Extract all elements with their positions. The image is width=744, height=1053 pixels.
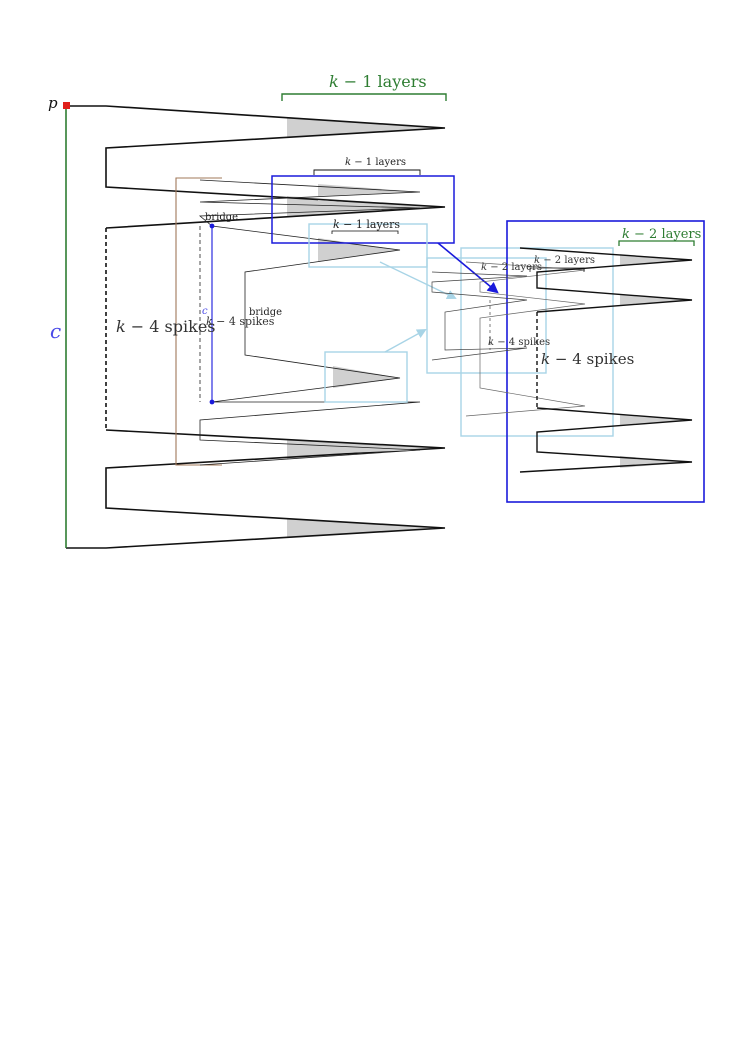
- inner-brown-boundary: [175, 177, 222, 466]
- label-inner-layers: k − 1 layers: [345, 157, 406, 168]
- label-right-spikes: k − 4 spikes: [541, 350, 634, 368]
- label-inner-layers-2: k − 1 layers: [333, 218, 400, 231]
- right-spike-fill-3: [620, 414, 692, 426]
- main-zigzag-top: [66, 105, 446, 229]
- label-minus4-spikes: − 4 spikes: [494, 337, 550, 348]
- main-zigzag-bottom: [66, 429, 446, 549]
- label-middle-spikes: k − 4 spikes: [488, 337, 550, 348]
- inner-spike-fill-3: [318, 238, 400, 262]
- label-c-small: c: [202, 306, 208, 317]
- label-k: k: [534, 255, 540, 266]
- right-spike-fill-1: [620, 254, 692, 266]
- label-minus4-spikes: − 4 spikes: [550, 350, 634, 368]
- right-zigzag-bottom: [519, 407, 693, 473]
- layers-bracket-inner-2: [331, 230, 399, 234]
- label-c-main: c: [50, 319, 61, 343]
- right-zoom-content: [519, 240, 695, 473]
- zoom-arrow-lightblue-2: [384, 329, 427, 353]
- label-k: k: [333, 218, 340, 231]
- middle-zoom-content: [431, 261, 586, 417]
- right-zigzag-top: [519, 247, 693, 313]
- label-k: k: [116, 317, 126, 336]
- label-middle-layers: k − 2 layers: [481, 262, 542, 273]
- label-k: k: [488, 337, 494, 348]
- bridge-endpoint-top: [209, 223, 215, 229]
- layers-bracket-middle: [529, 267, 585, 272]
- inner-structure: [175, 169, 421, 466]
- layers-bracket-inner: [313, 169, 421, 175]
- label-inner-spikes: k − 4 spikes: [206, 315, 275, 328]
- zoom-arrow-blue: [437, 242, 499, 294]
- bridge-endpoint-bottom: [209, 399, 215, 405]
- spike-fill-1: [287, 117, 445, 137]
- label-k: k: [345, 157, 351, 168]
- right-spike-fill-2: [620, 294, 692, 306]
- label-minus1-layers: − 1 layers: [351, 157, 406, 168]
- label-main-spikes: k − 4 spikes: [116, 317, 216, 336]
- label-right-layers: k − 2 layers: [622, 227, 701, 242]
- label-minus2-layers: − 2 layers: [540, 255, 595, 266]
- label-minus2-layers: − 2 layers: [487, 262, 542, 273]
- zoom-arrow-lightblue-1: [379, 261, 457, 300]
- label-k: k: [206, 315, 213, 328]
- label-k: k: [541, 350, 550, 368]
- inner-zigzag: [198, 179, 421, 466]
- layers-bracket-top: [281, 93, 447, 101]
- middle-zigzag-1: [431, 271, 528, 361]
- label-p: p: [48, 94, 58, 112]
- label-minus1-layers: − 1 layers: [339, 72, 427, 91]
- label-minus4-spikes: − 4 spikes: [126, 317, 216, 336]
- label-middle-layers-2: k − 2 layers: [534, 255, 595, 266]
- label-k: k: [622, 227, 630, 242]
- label-minus4-spikes: − 4 spikes: [213, 315, 275, 328]
- label-minus2-layers: − 2 layers: [630, 227, 701, 242]
- label-minus1-layers: − 1 layers: [340, 218, 401, 231]
- label-k: k: [481, 262, 487, 273]
- zoom-box-lightblue-3: [426, 257, 547, 374]
- inner-spike-fill-4: [333, 366, 400, 388]
- point-p-marker: [63, 102, 70, 109]
- zoom-box-blue-small: [271, 175, 455, 244]
- label-k: k: [329, 72, 339, 91]
- spike-fill-4: [287, 518, 445, 538]
- label-top-layers: k − 1 layers: [329, 72, 427, 91]
- zoom-box-blue-large: [506, 220, 705, 503]
- label-bridge-mid: bridge: [249, 307, 282, 318]
- zoom-box-lightblue-2: [324, 351, 408, 403]
- label-bridge-top: bridge: [205, 212, 238, 223]
- layers-bracket-right: [618, 240, 695, 246]
- zoom-box-lightblue-1: [308, 223, 428, 268]
- middle-zigzag-2: [465, 261, 586, 417]
